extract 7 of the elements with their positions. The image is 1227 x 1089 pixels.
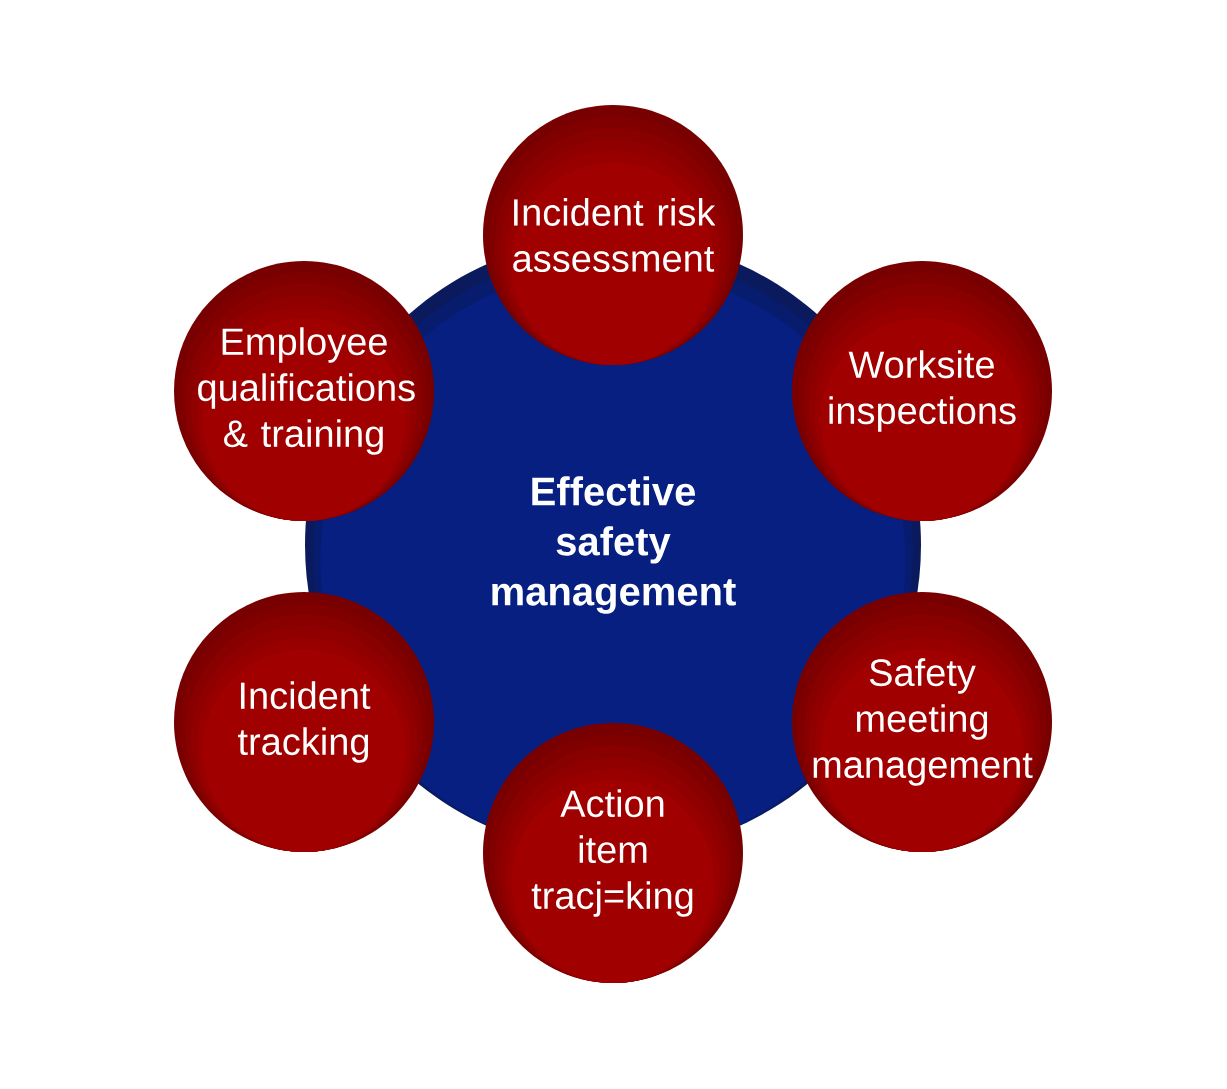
topic-label: Worksite inspections (829, 350, 1016, 432)
topic-label: Safety meeting management (813, 658, 1033, 786)
topic-label: Incident tracking (238, 681, 371, 763)
hub-title: Effective safety management (492, 476, 736, 614)
topic-label: Incident risk assessment (513, 198, 716, 272)
topic-label: Employee qualifications & training (198, 327, 415, 455)
topic-label: Action item tracj=king (531, 789, 693, 917)
